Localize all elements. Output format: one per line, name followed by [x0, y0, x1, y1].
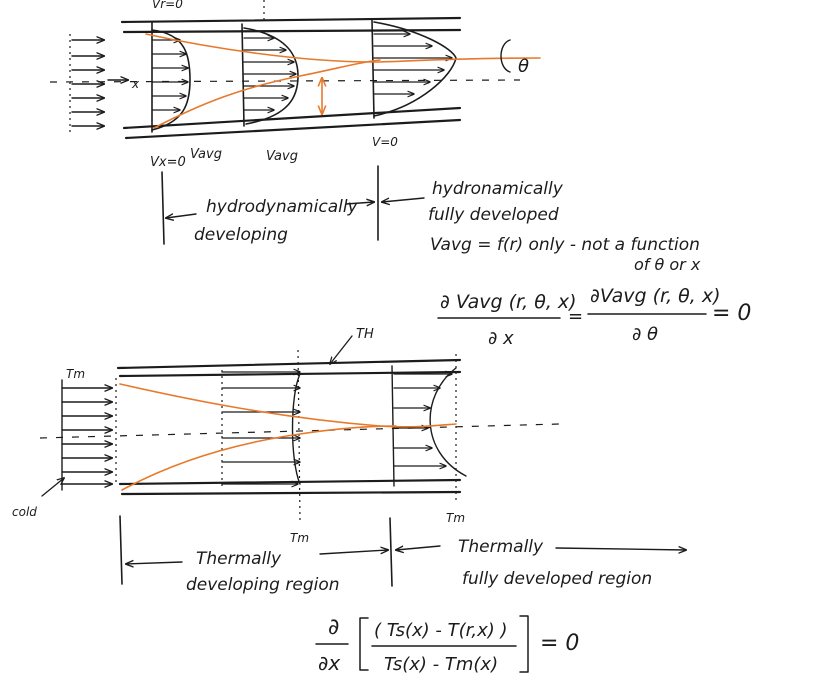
thermal-divider-right	[389, 517, 393, 587]
hydro-divider-left	[161, 171, 165, 245]
thermal-developed-label-2: fully developed region	[462, 569, 652, 589]
thermal-inlet-arrows	[61, 378, 117, 491]
hydro-vr-label: Vr=0	[152, 0, 183, 11]
thermal-profile-1	[221, 349, 300, 521]
thermal-tm-inlet-label: Tm	[66, 367, 85, 381]
hydro-inlet-arrows	[69, 34, 128, 132]
hydro-developed-label-2: fully developed	[428, 205, 559, 225]
hydro-eq-mid: =	[568, 306, 583, 327]
hydro-developing-label-2: developing	[194, 225, 288, 245]
thermal-tm-mid-label: Tm	[290, 531, 309, 545]
thermal-developing-label-2: developing region	[186, 575, 340, 595]
hydro-v0-label: V=0	[372, 135, 398, 149]
eq-dx: ∂x	[318, 651, 340, 675]
hydro-eq-lhs-num: ∂ Vavg (r, θ, x)	[440, 291, 577, 313]
thermal-cold-pointer	[41, 478, 64, 497]
eq-numerator: ( Ts(x) - T(r,x) )	[374, 620, 508, 641]
thermal-th-label: TH	[356, 327, 374, 342]
eq-denominator: Ts(x) - Tm(x)	[384, 654, 498, 675]
thermal-developed-label-1: Thermally	[458, 537, 544, 557]
hydro-x-label: x	[131, 77, 140, 91]
hydro-arrow-mid	[345, 202, 374, 204]
thermal-developing-label-1: Thermally	[196, 549, 282, 569]
hydro-vx0-label: Vx=0	[150, 155, 186, 170]
eq-partial: ∂	[328, 615, 339, 640]
hydro-profile-1	[151, 21, 191, 133]
thermal-arrow-mid-left	[319, 550, 388, 555]
thermal-boundary-bottom	[121, 425, 397, 491]
thermal-cold-label: cold	[12, 505, 37, 519]
thermal-boundary-top	[119, 383, 457, 428]
hydro-boundary-layer-top	[145, 33, 541, 63]
hydro-theta-symbol: θ	[518, 56, 529, 77]
hydro-eq-lhs-den: ∂ x	[488, 328, 514, 349]
thermal-tm-right-label: Tm	[446, 511, 465, 525]
eq-equals-zero: = 0	[540, 631, 579, 656]
hydro-bottom-wall	[122, 106, 462, 140]
hydro-boundary-layer-bottom	[153, 59, 381, 129]
thermal-centerline	[39, 423, 561, 439]
thermal-top-wall	[116, 358, 462, 378]
hydro-vavg-label-1: Vavg	[190, 147, 222, 162]
thermal-arrow-right	[555, 548, 686, 550]
hydro-profile-3	[371, 19, 457, 119]
hydro-eq-zero: = 0	[712, 301, 751, 326]
hydro-developed-label-1: hydronamically	[432, 179, 564, 199]
hydro-statement-2: of θ or x	[634, 255, 701, 274]
hydro-top-wall	[120, 16, 462, 34]
thermal-bottom-wall	[118, 478, 462, 496]
thermal-divider-left	[119, 515, 123, 585]
thermal-th-pointer	[330, 335, 353, 364]
thermal-profile-2	[391, 354, 467, 504]
hydro-equation: ∂ Vavg (r, θ, x) ∂ x = ∂Vavg (r, θ, x) ∂…	[437, 285, 751, 349]
eq-bracket-right	[519, 615, 529, 673]
hydro-eq-rhs-den: ∂ θ	[632, 324, 658, 345]
eq-bracket-left	[359, 617, 369, 671]
hydro-profile-2	[241, 23, 299, 127]
hydro-statement: Vavg = f(r) only - not a function	[430, 235, 700, 255]
hydro-eq-rhs-num: ∂Vavg (r, θ, x)	[590, 285, 721, 307]
thermal-arrow-mid-right	[396, 545, 441, 550]
hydro-arrow-right	[382, 197, 425, 202]
hydro-developing-label-1: hydrodynamically	[206, 197, 359, 217]
hydro-arrow-left	[166, 214, 197, 218]
thermal-section: TH Tm cold	[12, 327, 686, 595]
hydro-vavg-label-2: Vavg	[266, 149, 298, 164]
hydro-section: θ Vr=0 x Vx=0 Vavg Vavg V=0 hydrodynamic…	[49, 0, 751, 349]
thermal-arrow-left	[126, 562, 183, 564]
thermal-equation: ∂ ∂x ( Ts(x) - T(r,x) ) Ts(x) - Tm(x) = …	[315, 615, 579, 675]
theta-arrow-icon	[500, 39, 511, 73]
